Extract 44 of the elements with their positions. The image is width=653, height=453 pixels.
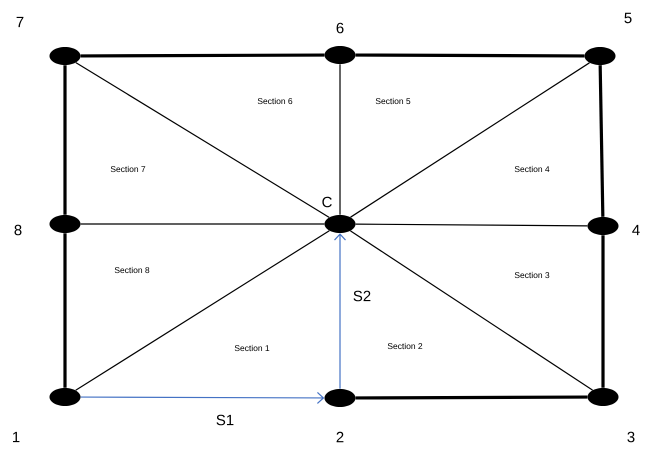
section-label: Section 2 (388, 342, 422, 350)
connector (339, 64, 341, 215)
vertex-number: 6 (336, 22, 344, 34)
vertex-number: 1 (12, 432, 20, 442)
vertex-dot (50, 388, 80, 406)
connector (75, 230, 330, 391)
vertex-dot (588, 217, 618, 235)
vertex-dot (50, 215, 80, 233)
section-label: Section 7 (110, 166, 146, 172)
edge-label: S1 (214, 414, 236, 426)
vertex-dot (324, 389, 356, 407)
connector (598, 65, 604, 217)
vertex-number: 8 (14, 224, 22, 236)
connector (80, 53, 324, 58)
vertex-number: 4 (632, 224, 640, 236)
connector (334, 233, 346, 389)
edge-label: S2 (352, 290, 372, 302)
vertex-number: C (322, 196, 332, 208)
section-label: Section 4 (514, 166, 550, 172)
connector (63, 65, 67, 215)
connector (76, 62, 330, 218)
vertex-number: 7 (16, 16, 24, 28)
section-label: Section 1 (234, 344, 270, 352)
connector (63, 233, 67, 388)
section-label: Section 3 (514, 272, 550, 278)
vertex-number: 5 (624, 12, 632, 24)
connector (350, 62, 590, 218)
vertex-number: 3 (627, 432, 634, 442)
section-label: Section 5 (376, 98, 410, 104)
vertex-dot (50, 47, 80, 65)
vertex-dot (324, 215, 356, 233)
connector (80, 223, 324, 225)
connector (356, 395, 588, 400)
vertex-dot (584, 47, 616, 65)
connector (601, 235, 605, 388)
connector (356, 53, 584, 58)
connector (356, 224, 588, 226)
vertex-number: 2 (336, 432, 344, 442)
section-label: Section 8 (114, 266, 150, 274)
section-label: Section 6 (258, 98, 292, 104)
connector (350, 230, 593, 391)
vertex-dot (588, 388, 618, 406)
connector (80, 392, 324, 404)
vertex-dot (324, 46, 356, 64)
